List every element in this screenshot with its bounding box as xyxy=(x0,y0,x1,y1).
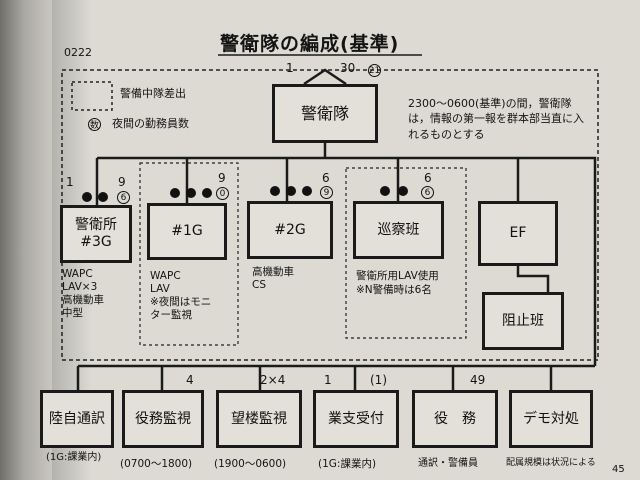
unit-1g-box: #1G xyxy=(147,203,227,260)
unit-4-count-right: 6 xyxy=(424,171,432,185)
page-number: 45 xyxy=(612,464,625,475)
unit-2g-box: #2G xyxy=(247,201,333,259)
unit-3-count-right: 6 xyxy=(322,171,330,185)
unit-1-count-right: 9 xyxy=(118,175,126,189)
top-night-count: 21 xyxy=(368,64,381,77)
unit-3-night: 9 xyxy=(320,186,333,199)
unit-3-dot xyxy=(270,186,280,196)
bottom-ekimu-kanshi-box: 役務監視 xyxy=(122,390,204,448)
page-code: 0222 xyxy=(64,46,92,59)
unit-keieisho-box: 警衛所 #3G xyxy=(60,205,132,263)
unit-3-dot xyxy=(286,186,296,196)
unit-4-notes: 警衛所用LAV使用 ※N警備時は6名 xyxy=(356,270,439,296)
unit-ef-box: EF xyxy=(478,201,558,266)
unit-2-dot xyxy=(170,188,180,198)
unit-2-dot xyxy=(202,188,212,198)
bottom-1-note: (1G:課業内) xyxy=(46,452,102,463)
legend-dashed-label: 警備中隊差出 xyxy=(120,87,186,100)
unit-4-night: 6 xyxy=(421,186,434,199)
bottom-2-count: 4 xyxy=(186,373,194,387)
bottom-3-count: 2×4 xyxy=(260,373,286,387)
bottom-4-count: 1 xyxy=(324,373,332,387)
unit-1-notes: WAPC LAV×3 高機動車 中型 xyxy=(62,268,104,320)
top-count-right: 30 xyxy=(340,61,356,75)
bottom-borou-kanshi-box: 望楼監視 xyxy=(216,390,302,448)
unit-junsatsu-box: 巡察班 xyxy=(353,201,444,259)
page-title: 警衛隊の編成(基準) xyxy=(220,33,400,55)
bottom-uketsuke-box: 業支受付 xyxy=(313,390,399,448)
unit-2-count-right: 9 xyxy=(218,171,226,185)
unit-2-night: 0 xyxy=(216,187,229,200)
bottom-2-note: (0700～1800) xyxy=(120,458,193,470)
bottom-3-note: (1900～0600) xyxy=(214,458,287,470)
unit-2-dot xyxy=(186,188,196,198)
unit-4-dot xyxy=(380,186,390,196)
bottom-4-note: (1G:課業内) xyxy=(318,458,377,470)
bottom-6-note: 配属規模は状況による xyxy=(506,458,596,468)
bottom-demo-box: デモ対処 xyxy=(509,390,593,448)
unit-soshi-box: 阻止班 xyxy=(482,292,564,350)
keiei-tai-box: 警衛隊 xyxy=(272,84,378,143)
unit-1-dot xyxy=(82,192,92,202)
unit-4-dot xyxy=(398,186,408,196)
bottom-5-note: 通訳・警備員 xyxy=(418,458,478,469)
unit-1-count-left: 1 xyxy=(66,175,74,189)
unit-3-notes: 高機動車 CS xyxy=(252,266,294,292)
bottom-ekimu-box: 役 務 xyxy=(412,390,498,448)
unit-1-dot xyxy=(98,192,108,202)
bottom-4-count-night: (1) xyxy=(370,373,387,387)
unit-3-dot xyxy=(302,186,312,196)
top-note: 2300～0600(基準)の間，警衛隊は，情報の第一報を群本部当直に入れるものと… xyxy=(408,97,584,141)
bottom-5-count: 49 xyxy=(470,373,486,387)
top-count-left: 1 xyxy=(286,61,294,75)
legend-circle-sample: 数 xyxy=(88,118,101,131)
unit-2-notes: WAPC LAV ※夜間はモニ ター監視 xyxy=(150,270,212,322)
legend-circle-label: 夜間の勤務員数 xyxy=(112,117,189,130)
unit-1-night: 6 xyxy=(117,191,130,204)
bottom-tsuyaku-box: 陸自通訳 xyxy=(40,390,114,448)
